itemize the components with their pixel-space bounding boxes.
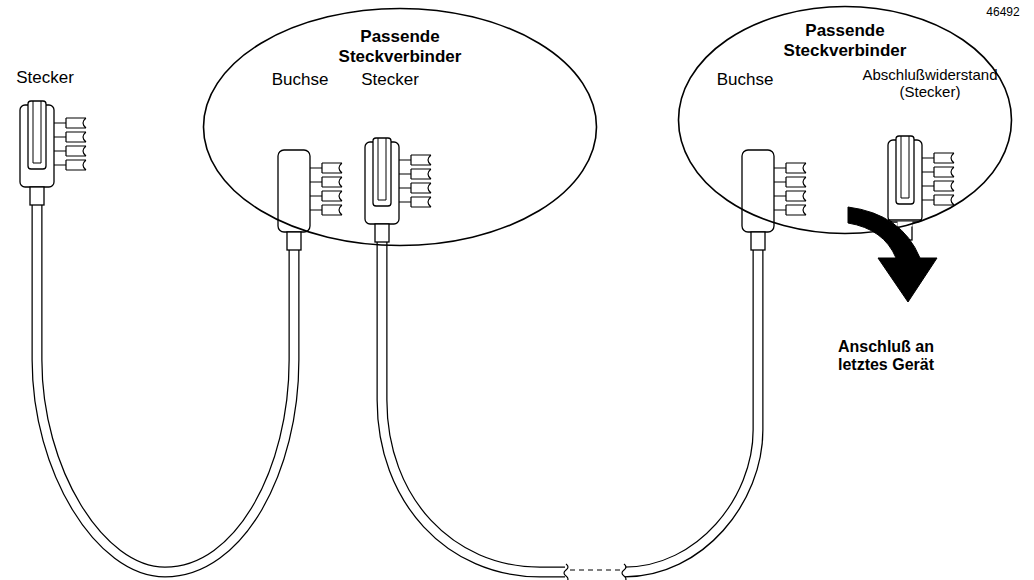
plug-left: [20, 101, 86, 205]
part-label: Stecker: [350, 70, 430, 90]
group-heading: Passende Steckverbinder: [320, 27, 480, 66]
connector-group-circle: Passende Steckverbinder: [677, 5, 1013, 235]
part-label: Anschluß an letztes Gerät: [836, 338, 936, 375]
circle-outline: [204, 9, 597, 246]
cable: [37, 200, 758, 572]
figure-number: 46492: [978, 6, 1028, 20]
part-label: Buchse: [705, 70, 785, 90]
group-heading: Passende Steckverbinder: [765, 21, 925, 60]
cable-break: [564, 564, 626, 580]
connector-group-circle: Passende Steckverbinder: [202, 7, 598, 247]
socket-2: [742, 150, 806, 250]
part-label: Abschlußwiderstand (Stecker): [857, 66, 1003, 101]
socket-1: [278, 150, 342, 250]
part-label: Stecker: [5, 68, 85, 88]
circle-outline: [679, 7, 1012, 234]
curved-arrow: [848, 207, 937, 302]
terminator-plug: [888, 136, 954, 240]
plug-2: [365, 138, 431, 242]
part-label: Buchse: [260, 70, 340, 90]
